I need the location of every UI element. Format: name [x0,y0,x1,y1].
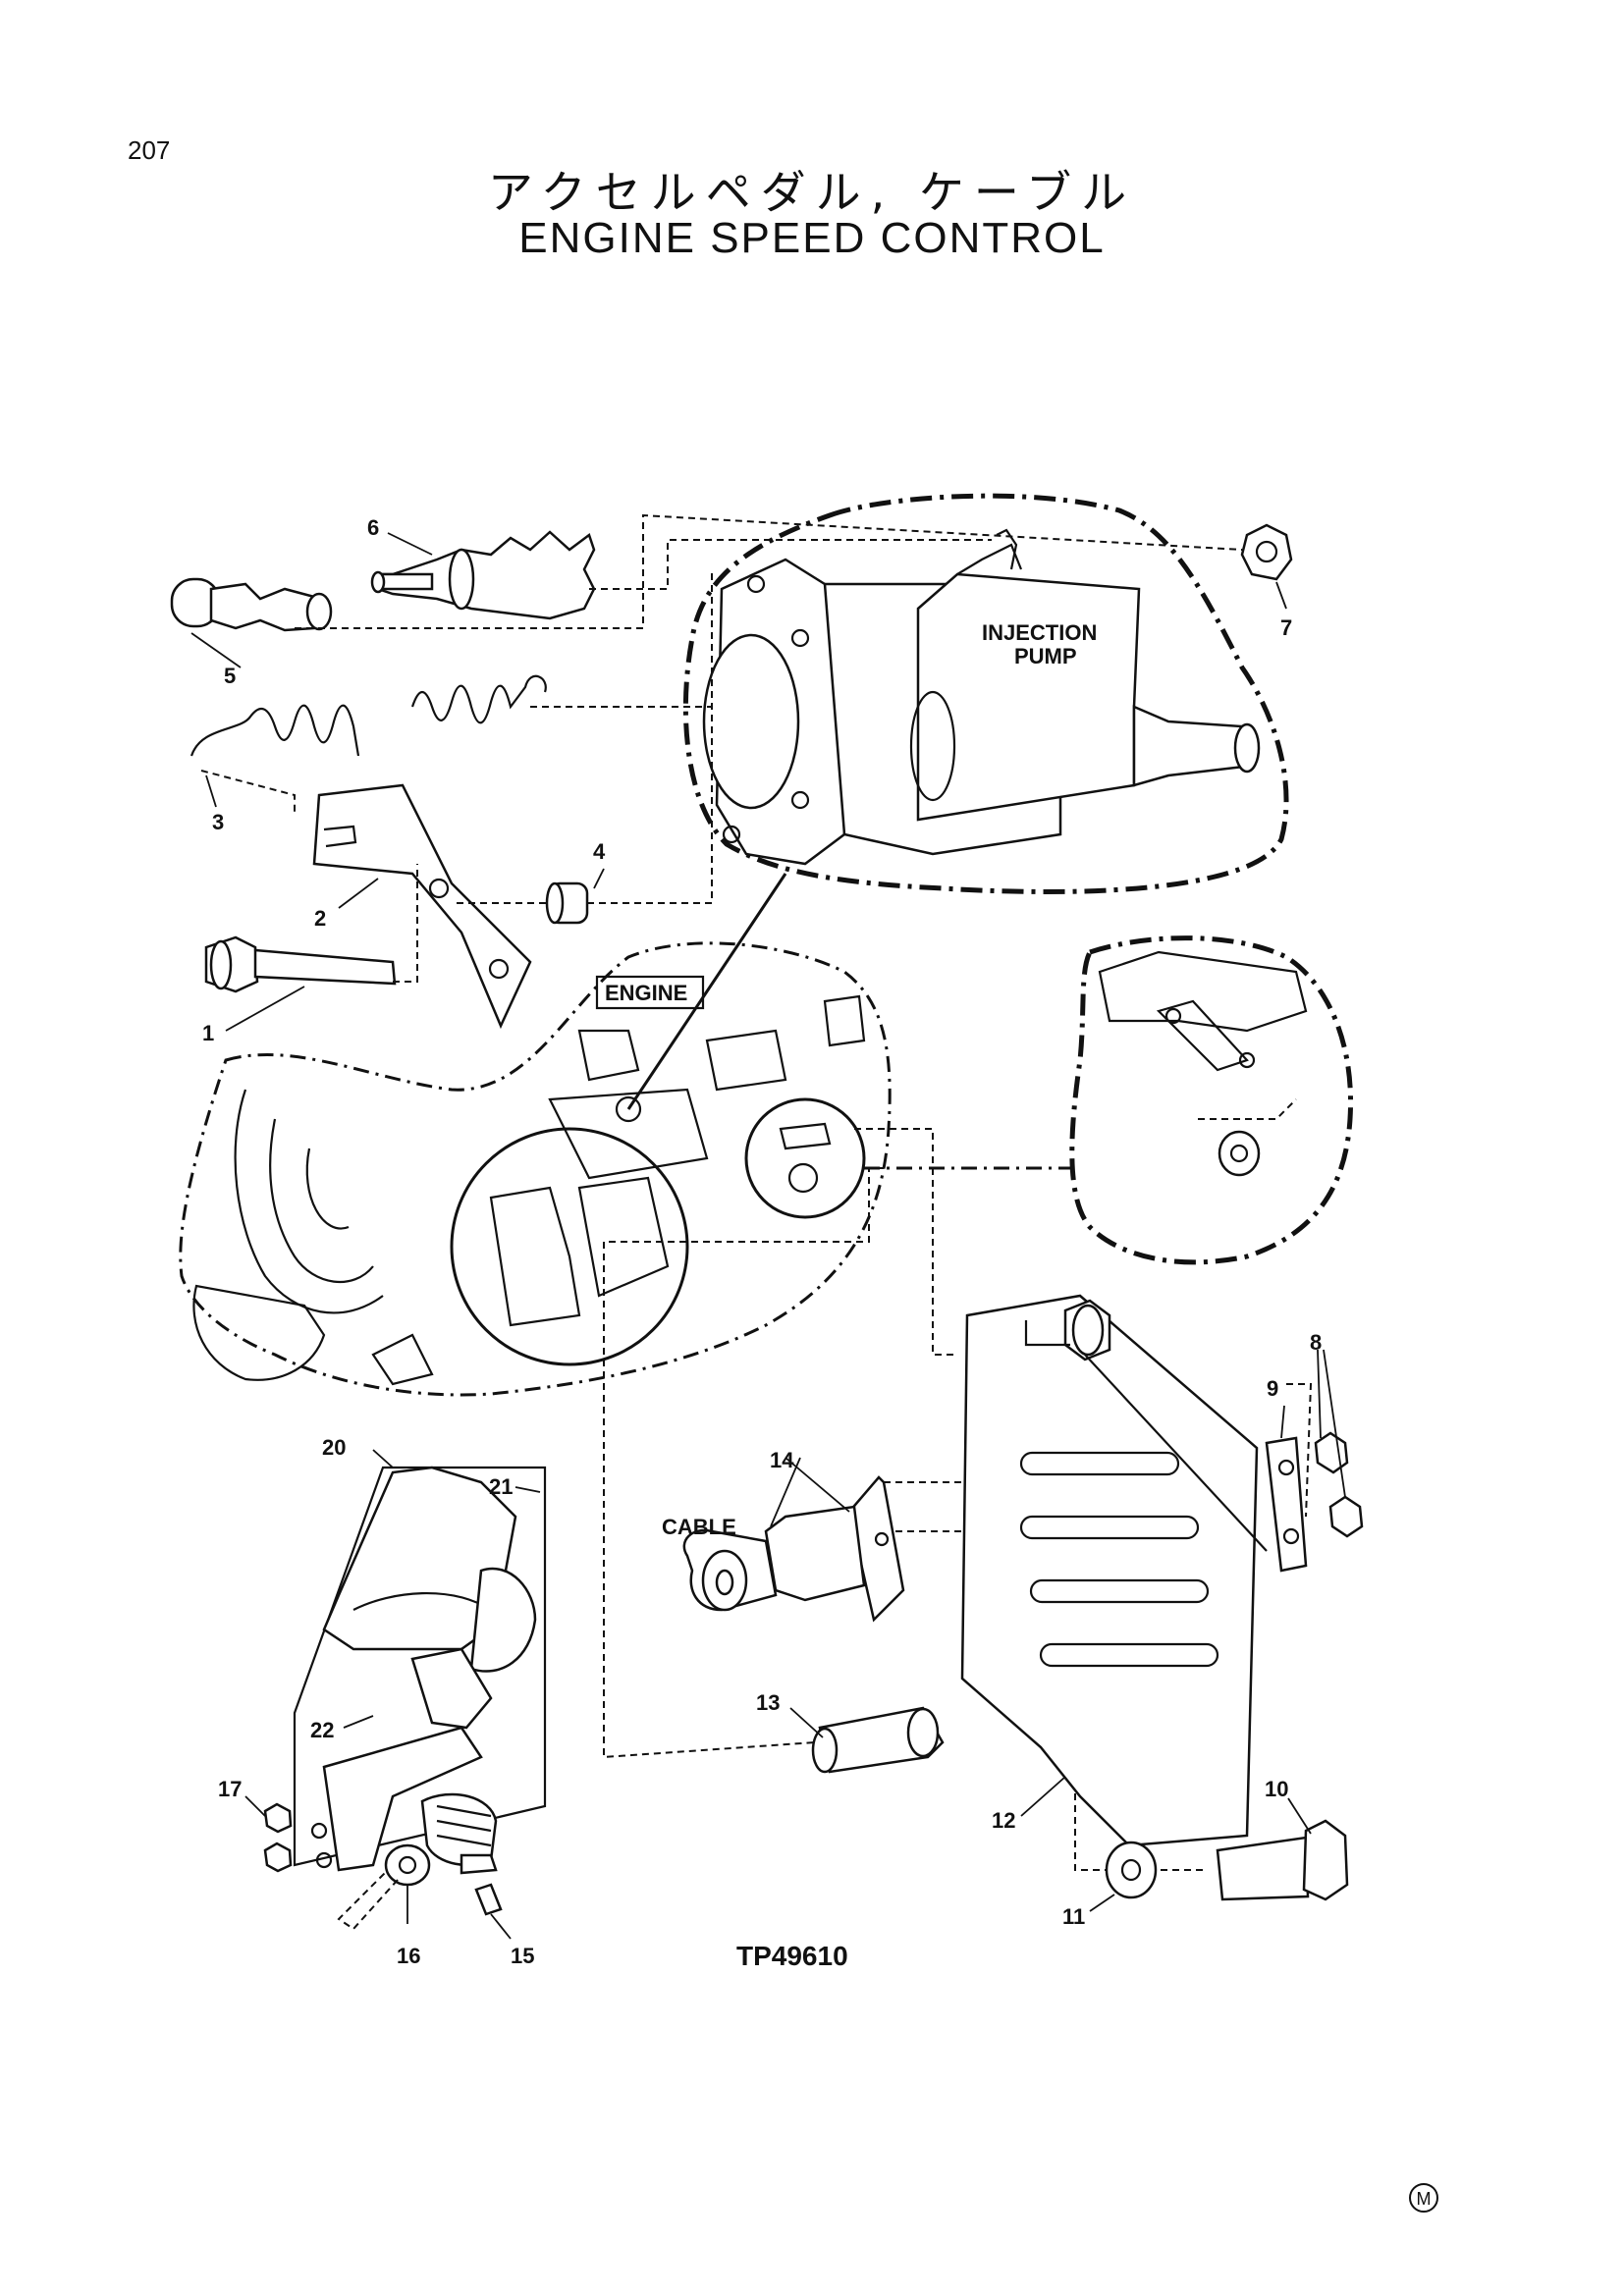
callout-2: 2 [314,906,326,931]
engine-group: ENGINE [179,873,1080,1397]
callout-7: 7 [1280,615,1292,640]
title-english: ENGINE SPEED CONTROL [518,214,1106,262]
part-7-nut [1240,523,1293,581]
part-10-bolt [1216,1836,1310,1901]
callout-8: 8 [1310,1330,1322,1355]
callout-6: 6 [367,515,379,540]
callout-15: 15 [511,1944,534,1968]
cable-label: CABLE [662,1515,736,1539]
callout-9: 9 [1267,1376,1278,1401]
part-2-bracket [312,783,532,1030]
pedal-assembly-group [263,1466,547,1931]
part-12-bracket-plate [960,1294,1259,1847]
callout-4: 4 [593,839,606,864]
part-22-lever-arm [322,1726,483,1872]
title-japanese: アクセルペダル, ケーブル [487,166,1137,219]
callout-20: 20 [322,1435,346,1460]
callout-22: 22 [310,1718,334,1742]
engine-label: ENGINE [605,981,687,1005]
callout-12: 12 [992,1808,1015,1833]
callout-13: 13 [756,1690,780,1715]
callout-16: 16 [397,1944,420,1968]
cable-bracket-group: CABLE [662,1294,1364,1901]
callout-5: 5 [224,664,236,688]
injection-pump-label-line1: INJECTION [982,620,1097,645]
part-17-nut-top [263,1802,293,1834]
callout-1: 1 [202,1021,214,1045]
injection-pump-phantom-outline [682,493,1289,894]
part-11-washer [1105,1841,1158,1899]
part-3-spring-right [410,674,547,724]
callout-17: 17 [218,1777,242,1801]
part-3-spring-left [189,704,360,757]
engine-phantom-outline [179,941,892,1397]
circled-m-mark: M [1409,2183,1438,2213]
part-8-nut-top [1314,1431,1349,1474]
callout-leaders [190,532,1346,1940]
engine-detail-circle-right [744,1097,866,1219]
callout-14: 14 [770,1448,794,1472]
page-number: 207 [128,135,171,165]
speed-control-small-parts [170,530,596,1030]
callout-numbers: 1 2 3 4 5 6 7 8 9 10 11 12 13 14 15 16 1… [202,515,1322,1968]
pedal-assembly-frame [293,1466,547,1867]
callout-21: 21 [489,1474,513,1499]
callout-10: 10 [1265,1777,1288,1801]
part-17-nut-bottom [263,1842,293,1873]
injection-pump-label-line2: PUMP [1014,644,1077,668]
injection-pump-group: INJECTION PUMP [682,493,1289,894]
part-9-plate [1265,1436,1308,1573]
part-8-nut-bottom [1328,1495,1364,1538]
part-14-cable-end [847,1475,905,1623]
pump-lever-detail [1069,935,1354,1265]
pump-housing-box [916,572,1141,822]
mark-letter: M [1417,2189,1432,2209]
figure-id: TP49610 [736,1941,848,1971]
part-15-bolt [460,1853,498,1875]
callout-3: 3 [212,810,224,834]
engine-detail-circle-left [450,1127,689,1366]
pump-lever-phantom-outline [1069,935,1354,1265]
callout-11: 11 [1062,1904,1085,1929]
pump-flange-face [702,633,800,810]
part-16-bushing [384,1843,431,1887]
part-21-pivot [469,1567,537,1673]
